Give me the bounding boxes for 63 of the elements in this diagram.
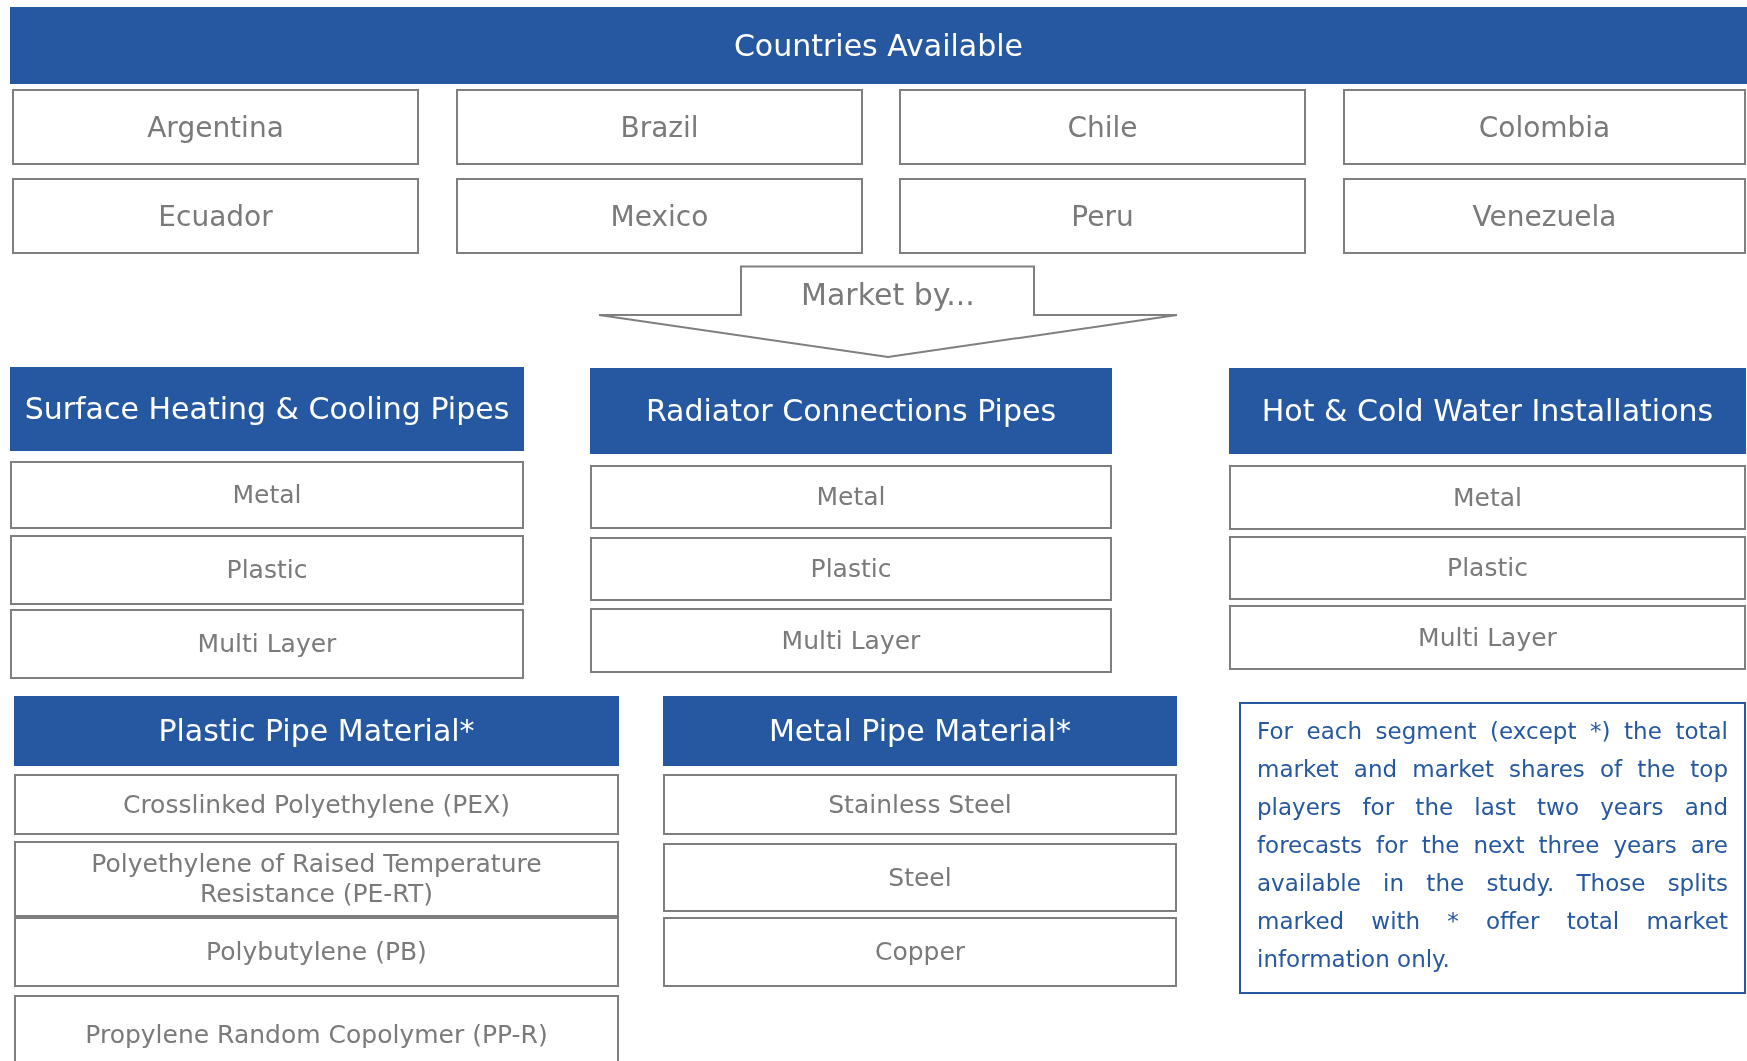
category-box (456, 89, 863, 165)
category-box (14, 995, 619, 1061)
category-box (899, 89, 1306, 165)
category-label: Argentina (147, 110, 284, 144)
category-label: Propylene Random Copolymer (PP-R) (85, 1020, 548, 1050)
category-label: Multi Layer (781, 625, 921, 656)
category-box (10, 535, 524, 605)
category-label: Brazil (620, 110, 699, 144)
category-label: Stainless Steel (828, 789, 1012, 820)
category-box (12, 89, 419, 165)
category-label: Colombia (1478, 110, 1611, 144)
category-box (1229, 605, 1746, 670)
header-bar (590, 368, 1112, 454)
note-text: For each segment (except *) the total market and market shares of the top players for the last two years and forecasts for the next three years are available in the study. Those splits marked with * offer total market information only. (1257, 717, 1728, 974)
header-bar (1229, 368, 1746, 454)
category-label: Chile (1067, 110, 1138, 144)
category-label: Venezuela (1472, 199, 1617, 233)
category-box (663, 774, 1177, 835)
header-bar (10, 367, 524, 451)
header-title: Countries Available (733, 27, 1024, 64)
category-label: Metal (232, 480, 302, 510)
category-label: Copper (874, 937, 966, 967)
category-box (10, 609, 524, 679)
category-box (663, 843, 1177, 912)
category-label: Plastic (1447, 553, 1528, 583)
category-box (10, 461, 524, 529)
category-label: Crosslinked Polyethylene (PEX) (122, 789, 511, 820)
category-label: Plastic (226, 555, 308, 585)
category-box (1229, 465, 1746, 530)
category-box (590, 537, 1112, 601)
category-label: Polyethylene of Raised Temperature Resistance (PE-RT) (90, 849, 543, 909)
category-box (1343, 178, 1746, 254)
category-box (12, 178, 419, 254)
category-box (456, 178, 863, 254)
category-box (14, 917, 619, 987)
header-title: Hot & Cold Water Installations (1261, 393, 1714, 429)
category-box (14, 841, 619, 917)
category-label: Ecuador (158, 199, 273, 233)
category-label: Polybutylene (PB) (206, 937, 427, 967)
category-label: Multi Layer (197, 629, 337, 659)
category-label: Steel (888, 862, 952, 893)
category-label: Metal (816, 482, 886, 512)
header-bar (663, 696, 1177, 766)
header-title: Radiator Connections Pipes (645, 393, 1057, 429)
category-box (1343, 89, 1746, 165)
header-title: Metal Pipe Material* (768, 713, 1071, 749)
header-title: Surface Heating & Cooling Pipes (24, 391, 510, 427)
category-box (1229, 536, 1746, 600)
category-box (14, 774, 619, 835)
header-title: Plastic Pipe Material* (158, 713, 475, 749)
category-box (590, 465, 1112, 529)
header-bar (10, 7, 1747, 84)
category-label: Plastic (810, 554, 892, 584)
header-bar (14, 696, 619, 766)
category-label: Mexico (610, 199, 709, 233)
arrow-label: Market by... (800, 277, 976, 312)
category-label: Multi Layer (1418, 622, 1557, 653)
category-label: Peru (1071, 199, 1134, 233)
category-box (899, 178, 1306, 254)
category-label: Metal (1453, 482, 1522, 513)
category-box (590, 608, 1112, 673)
note-box (1239, 702, 1746, 994)
category-box (663, 917, 1177, 987)
